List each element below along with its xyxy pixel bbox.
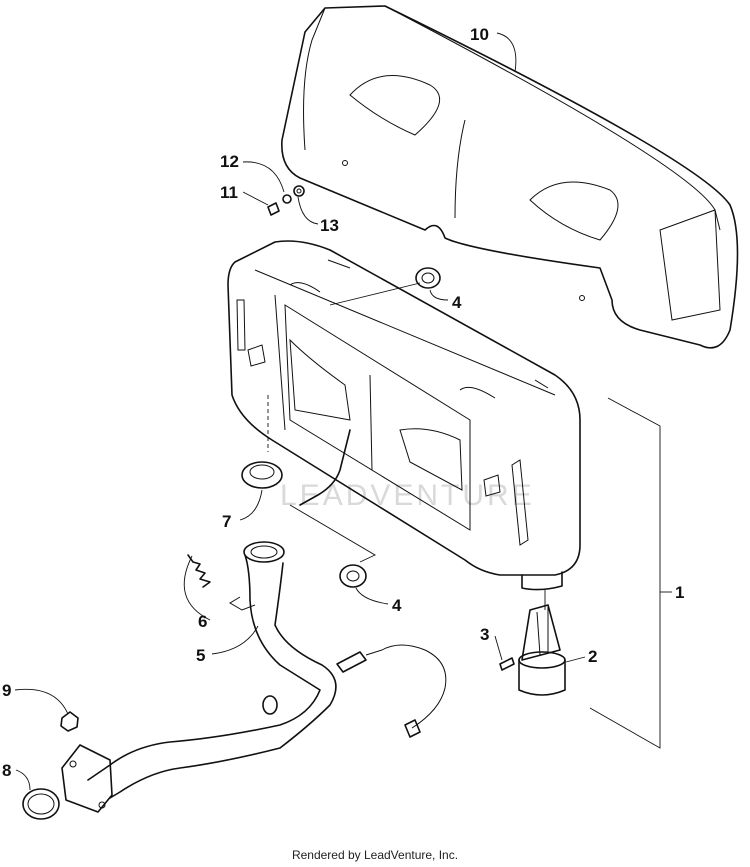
centerline-grommet [329,282,421,306]
watermark: LEADVENTURE [280,479,535,512]
callout-8: 8 [2,761,11,780]
muffler [227,240,581,591]
callout-10: 10 [470,25,489,44]
callout-5: 5 [196,646,205,665]
leader-3 [494,635,503,661]
leader-9 [14,688,69,715]
grommet-upper [415,267,441,289]
leader-13 [297,196,319,225]
exhaust-gasket [22,788,60,820]
callout-6: 6 [198,612,207,631]
callout-9: 9 [2,681,11,700]
callout-1: 1 [675,583,684,602]
leader-8 [15,769,31,791]
leader-2 [565,656,586,663]
leader-4a [429,289,449,301]
callout-13: 13 [320,216,339,235]
small-screw [499,657,515,671]
callout-12: 12 [220,152,239,171]
centerline-low [289,504,376,563]
callout-7: 7 [222,512,231,531]
heat-shield [281,5,739,349]
screw-washer-set [267,185,305,216]
callout-2: 2 [588,647,597,666]
leader-6 [183,555,211,621]
leader-11 [242,191,269,206]
callout-4-lower: 4 [392,596,402,615]
grommet-lower [339,564,367,588]
header-pipe [61,541,337,813]
leader-5 [211,625,259,655]
gasket [241,461,283,489]
leader-7 [239,489,263,521]
callout-11: 11 [220,183,238,202]
assembly-bracket [589,397,661,749]
spark-arrestor [518,604,566,696]
callout-4-upper: 4 [452,293,462,312]
leader-12 [242,161,285,193]
spring [187,554,211,588]
callout-3: 3 [480,625,489,644]
footer-credit: Rendered by LeadVenture, Inc. [291,848,459,862]
leader-10 [496,32,517,73]
nut [60,711,79,732]
vent-tube [299,429,351,506]
leader-4b [355,587,389,605]
oxygen-sensor [336,644,447,738]
